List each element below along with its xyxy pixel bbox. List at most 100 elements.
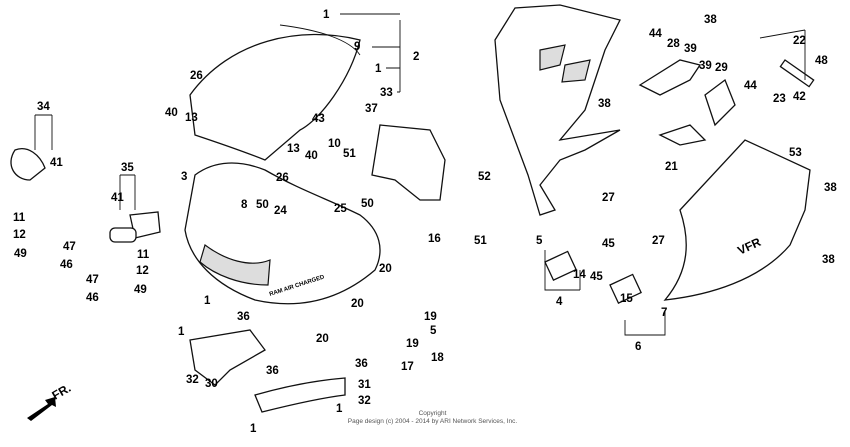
callout-25: 25	[334, 203, 347, 215]
callout-41: 41	[111, 192, 124, 204]
copyright-line2: Page design (c) 2004 - 2014 by ARI Netwo…	[347, 418, 518, 425]
callout-49: 49	[134, 284, 147, 296]
inner-panel	[189, 329, 266, 386]
callout-47: 47	[63, 241, 76, 253]
callout-38: 38	[822, 254, 835, 266]
callout-30: 30	[205, 378, 218, 390]
callout-8: 8	[241, 199, 248, 211]
panel-15	[609, 273, 642, 304]
callout-1: 1	[250, 423, 257, 435]
callout-12: 12	[136, 265, 149, 277]
callout-2: 2	[413, 51, 419, 63]
callout-39: 39	[684, 43, 697, 55]
callout-4: 4	[556, 296, 563, 308]
callout-47: 47	[86, 274, 99, 286]
callout-19: 19	[406, 338, 419, 350]
under-cowl	[254, 377, 346, 413]
callout-52: 52	[478, 171, 491, 183]
copyright-line1: Copyright	[418, 410, 447, 417]
callout-19: 19	[424, 311, 437, 323]
callout-5: 5	[430, 325, 437, 337]
callout-27: 27	[602, 192, 615, 204]
lower-cowl	[663, 139, 811, 301]
callout-20: 20	[316, 333, 329, 345]
callout-42: 42	[793, 91, 806, 103]
callout-15: 15	[620, 293, 633, 305]
callout-50: 50	[361, 198, 374, 210]
callout-38: 38	[598, 98, 611, 110]
callout-27: 27	[652, 235, 665, 247]
callout-37: 37	[365, 103, 378, 115]
callout-1: 1	[375, 63, 382, 75]
callout-51: 51	[343, 148, 356, 160]
callout-9: 9	[354, 41, 360, 53]
callout-48: 48	[815, 55, 828, 67]
callout-44: 44	[649, 28, 662, 40]
callout-36: 36	[355, 358, 368, 370]
callout-38: 38	[824, 182, 837, 194]
callout-5: 5	[536, 235, 543, 247]
callout-18: 18	[431, 352, 444, 364]
callout-1: 1	[323, 9, 330, 21]
callout-39: 39	[699, 60, 712, 72]
front-arrow-icon: FR.	[27, 381, 73, 421]
bracket-28	[638, 59, 702, 96]
copyright: Copyright Page design (c) 2004 - 2014 by…	[330, 410, 535, 426]
callout-26: 26	[276, 172, 289, 184]
callout-28: 28	[667, 38, 680, 50]
callout-49: 49	[14, 248, 27, 260]
callout-41: 41	[50, 157, 63, 169]
callout-1: 1	[336, 403, 343, 415]
callout-40: 40	[305, 150, 318, 162]
callout-17: 17	[401, 361, 414, 373]
callout-35: 35	[121, 162, 134, 174]
callout-46: 46	[86, 292, 99, 304]
callout-12: 12	[13, 229, 26, 241]
fairing-stay	[371, 124, 446, 201]
callout-23: 23	[773, 93, 786, 105]
callout-11: 11	[13, 212, 26, 224]
callout-44: 44	[744, 80, 757, 92]
callout-43: 43	[312, 113, 325, 125]
callout-20: 20	[379, 263, 392, 275]
callout-24: 24	[274, 205, 287, 217]
panel-14	[544, 250, 577, 281]
callout-29: 29	[715, 62, 728, 74]
callout-22: 22	[793, 35, 806, 47]
left-mirror	[10, 148, 46, 181]
bracket-21	[658, 124, 707, 146]
callout-6: 6	[635, 341, 641, 353]
callout-46: 46	[60, 259, 73, 271]
windscreen	[189, 33, 361, 161]
callout-33: 33	[380, 87, 393, 99]
callout-40: 40	[165, 107, 178, 119]
callout-7: 7	[661, 307, 667, 319]
callout-3: 3	[181, 171, 187, 183]
callout-13: 13	[185, 112, 198, 124]
callout-51: 51	[474, 235, 487, 247]
callout-21: 21	[665, 161, 678, 173]
callout-1: 1	[178, 326, 185, 338]
callout-36: 36	[266, 365, 279, 377]
callout-38: 38	[704, 14, 717, 26]
callout-13: 13	[287, 143, 300, 155]
callout-20: 20	[351, 298, 364, 310]
callout-45: 45	[602, 238, 615, 250]
callout-32: 32	[358, 395, 371, 407]
upper-cowl	[184, 162, 381, 305]
callout-50: 50	[256, 199, 269, 211]
callout-11: 11	[137, 249, 150, 261]
callout-26: 26	[190, 70, 203, 82]
callout-32: 32	[186, 374, 199, 386]
middle-cowl	[494, 4, 621, 216]
callout-1: 1	[204, 295, 211, 307]
callout-14: 14	[573, 269, 586, 281]
callout-16: 16	[428, 233, 441, 245]
callout-53: 53	[789, 147, 802, 159]
callout-31: 31	[358, 379, 371, 391]
callout-36: 36	[237, 311, 250, 323]
callout-10: 10	[328, 138, 341, 150]
